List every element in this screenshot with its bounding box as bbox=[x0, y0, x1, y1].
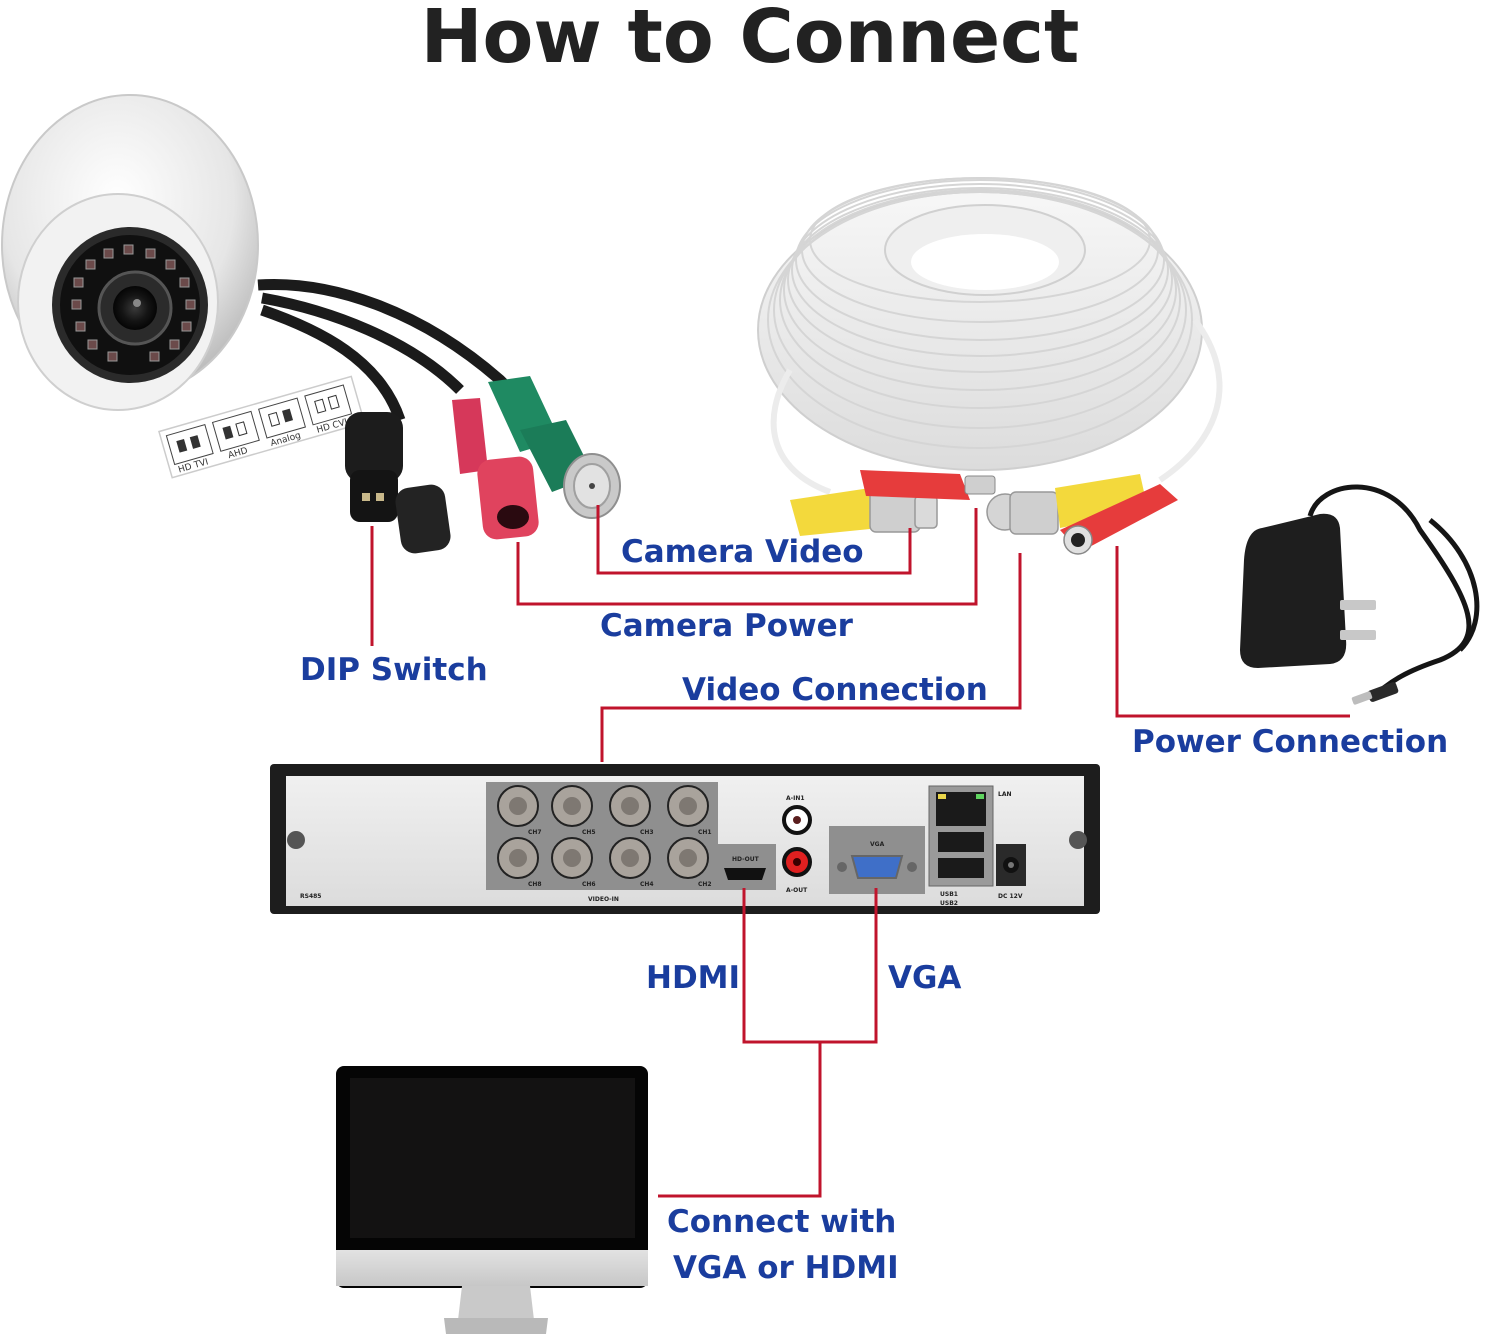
label-dip-switch: DIP Switch bbox=[300, 652, 488, 688]
audio-in-label: A-IN1 bbox=[786, 795, 805, 802]
page-title: How to Connect bbox=[420, 0, 1080, 80]
lan-label: LAN bbox=[998, 791, 1012, 798]
monitor-screen bbox=[350, 1078, 635, 1238]
ch-label: CH1 bbox=[698, 829, 712, 836]
vga-port bbox=[850, 855, 904, 879]
dip-cap bbox=[395, 484, 451, 554]
hdmi-vga-line bbox=[742, 888, 878, 1044]
ch-label: CH6 bbox=[582, 881, 596, 888]
ch-label: CH2 bbox=[698, 881, 712, 888]
video-in-label: VIDEO-IN bbox=[588, 896, 619, 903]
cable-connectors bbox=[790, 470, 1178, 555]
label-hdmi: HDMI bbox=[646, 960, 741, 996]
dome-camera bbox=[1, 94, 524, 422]
connector-lines bbox=[370, 505, 1350, 1198]
power-adapter bbox=[1240, 484, 1480, 705]
label-connect-line1: Connect with bbox=[667, 1204, 897, 1240]
usb2-label: USB2 bbox=[940, 900, 958, 907]
dc-label: DC 12V bbox=[998, 893, 1023, 900]
audio-out-label: A-OUT bbox=[786, 887, 808, 894]
dvr-recorder: CH7 CH5 CH3 CH1 CH8 CH6 CH4 CH2 VIDEO-IN… bbox=[270, 764, 1100, 914]
vga-port-label: VGA bbox=[870, 841, 885, 848]
usb-port-2 bbox=[938, 858, 984, 878]
monitor-line bbox=[658, 1042, 822, 1198]
dip-switch-housing bbox=[345, 412, 451, 554]
ch-label: CH8 bbox=[528, 881, 542, 888]
label-connect-with: Connect with VGA or HDMI bbox=[667, 1199, 899, 1291]
camera-power-connector bbox=[452, 398, 539, 540]
monitor bbox=[336, 1066, 648, 1334]
dip-sticker: HD TVI AHD Analog HD CVI bbox=[158, 375, 366, 479]
label-camera-video: Camera Video bbox=[621, 534, 864, 570]
label-camera-power: Camera Power bbox=[600, 608, 853, 644]
hdmi-port-label: HD-OUT bbox=[732, 856, 760, 863]
ch-label: CH7 bbox=[528, 829, 542, 836]
ch-label: CH3 bbox=[640, 829, 654, 836]
camera-power-line bbox=[516, 508, 978, 606]
video-connection-line bbox=[600, 553, 1022, 762]
camera-video-connector bbox=[488, 376, 621, 519]
usb1-label: USB1 bbox=[940, 891, 958, 898]
hdmi-port-block bbox=[714, 844, 776, 890]
camera-video-line bbox=[596, 505, 912, 575]
label-vga: VGA bbox=[888, 960, 962, 996]
hdmi-port bbox=[724, 868, 766, 880]
label-power-connection: Power Connection bbox=[1132, 724, 1449, 760]
serial-label: RS485 bbox=[300, 893, 321, 900]
usb-port-1 bbox=[938, 832, 984, 852]
extension-cable-coil bbox=[757, 177, 1223, 495]
ch-label: CH5 bbox=[582, 829, 596, 836]
bnc-inputs bbox=[497, 785, 709, 879]
ch-label: CH4 bbox=[640, 881, 654, 888]
label-connect-line2: VGA or HDMI bbox=[673, 1250, 899, 1286]
power-connection-line bbox=[1115, 546, 1350, 718]
label-video-connection: Video Connection bbox=[682, 672, 988, 708]
ir-led-array bbox=[71, 244, 196, 362]
